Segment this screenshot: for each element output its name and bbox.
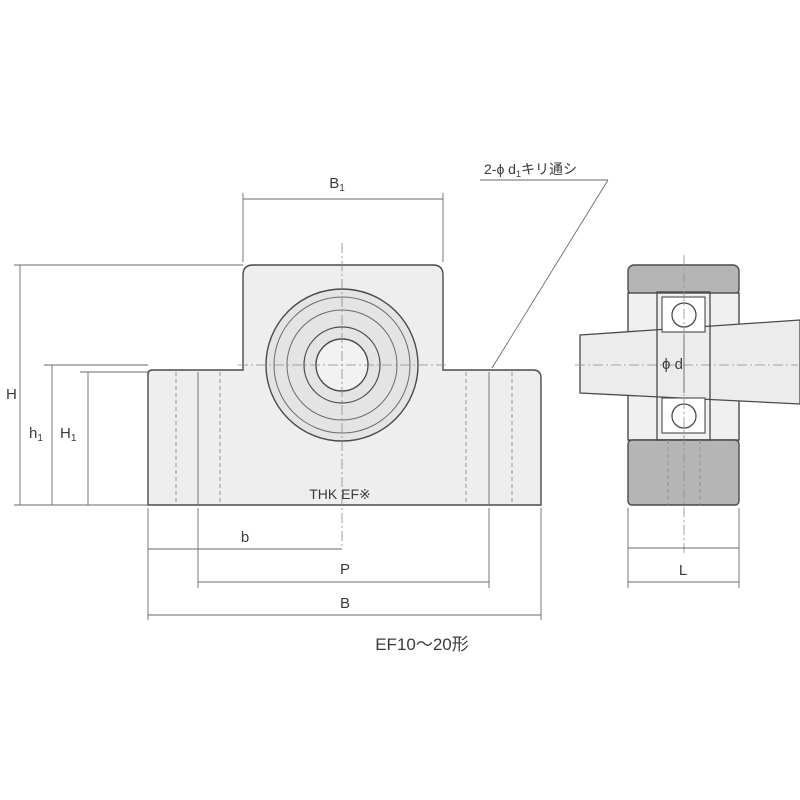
dim-b-label: b xyxy=(241,529,249,546)
bearing-ring-4 xyxy=(303,326,381,404)
bearing-section xyxy=(656,291,711,441)
hole-note-leader xyxy=(491,179,609,369)
dim-B-label: B xyxy=(340,595,350,612)
side-bottom-base xyxy=(627,439,740,506)
dim-H1-label: H1 xyxy=(60,425,77,444)
front-dimensions: B1 H h1 H1 b P B 2-ϕ d1キリ通シ xyxy=(6,161,609,620)
model-caption: EF10～20形 xyxy=(375,635,469,654)
shaft xyxy=(579,319,800,405)
dim-p-label: P xyxy=(340,561,350,578)
dim-L-label: L xyxy=(679,562,687,579)
dim-h-label: H xyxy=(6,386,17,403)
dim-b1-label: B1 xyxy=(329,175,345,194)
hole-note-label: 2-ϕ d1キリ通シ xyxy=(484,161,577,179)
dim-h1-label: h1 xyxy=(29,425,43,444)
front-view: THK EF※ xyxy=(147,243,542,548)
side-view: ϕ d L xyxy=(575,255,800,588)
side-top-cap xyxy=(627,264,740,296)
maker-mark: THK EF※ xyxy=(309,486,371,502)
dim-phi-d-label: ϕ d xyxy=(662,356,683,373)
